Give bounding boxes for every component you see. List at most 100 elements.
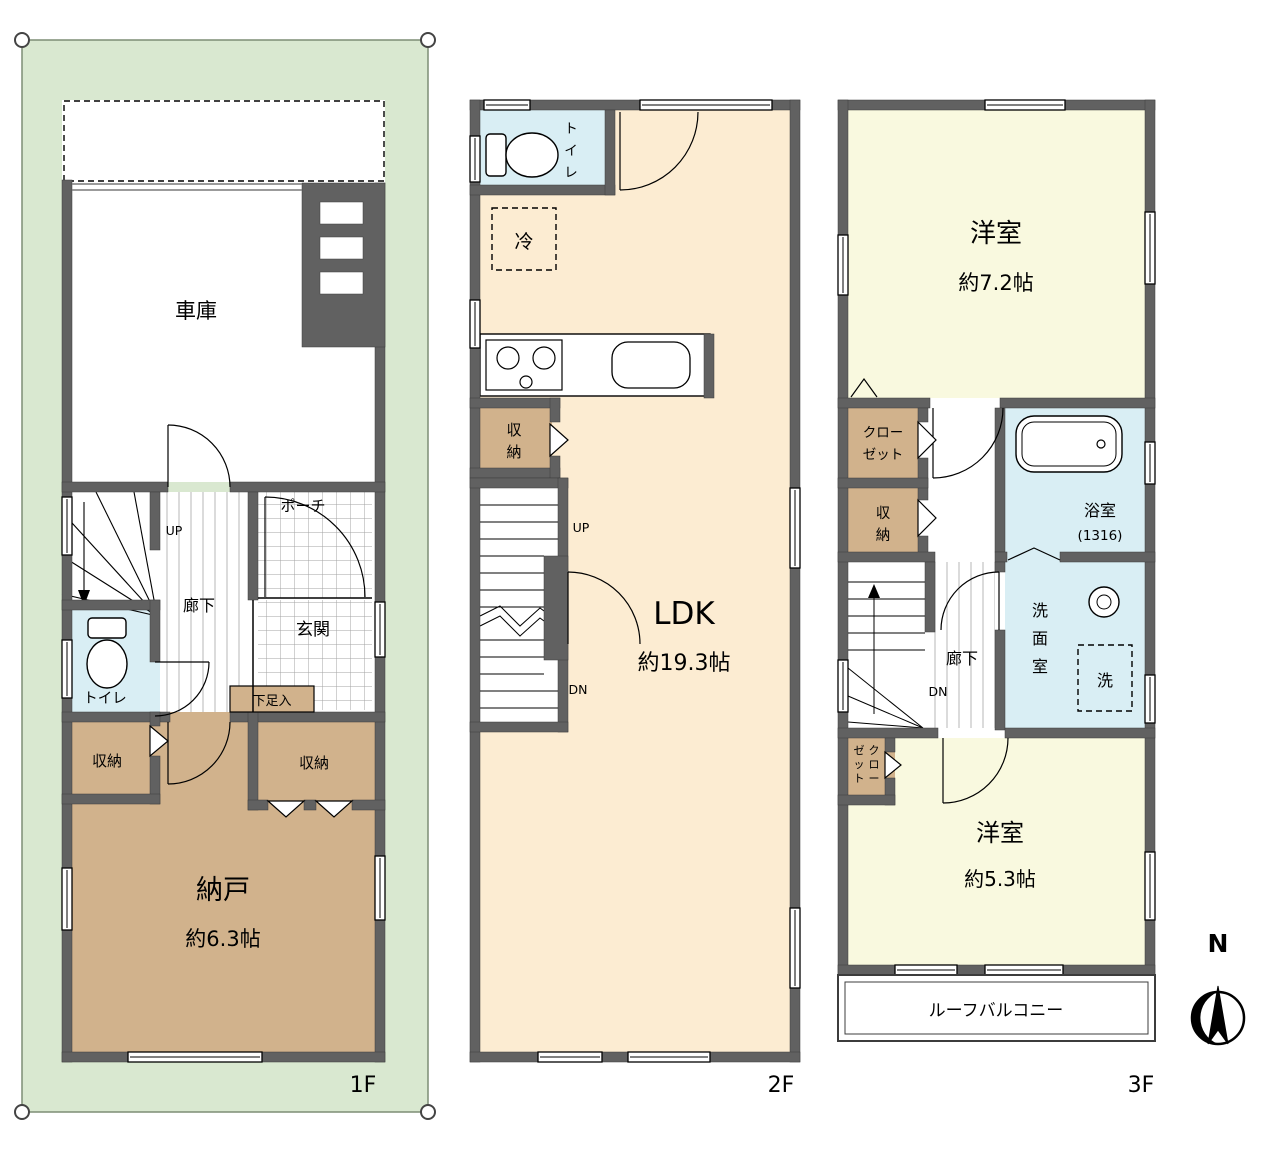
stairs-up-label-2f: UP xyxy=(573,520,590,535)
porch-label: ポーチ xyxy=(280,497,325,515)
stove-burner xyxy=(532,346,556,370)
bathtub xyxy=(1015,415,1123,473)
fold-door-caret xyxy=(850,377,878,398)
garage-label: 車庫 xyxy=(175,299,217,323)
doors-1f xyxy=(154,424,372,785)
storage-floor-3f xyxy=(848,488,918,554)
window xyxy=(483,99,531,111)
window xyxy=(1144,211,1156,285)
closet-door-mark xyxy=(149,724,169,758)
window xyxy=(61,639,73,699)
bedroom-b-floor xyxy=(848,738,1145,965)
refrigerator-dashed-box xyxy=(491,207,557,271)
storage-char: 収 xyxy=(506,421,521,439)
doors-3f xyxy=(850,377,1061,804)
floor-1f-plan: 車庫 ポーチ 廊下 玄関 トイレ 下足入 収納 収納 納戸 約6.3帖 UP 1… xyxy=(14,32,436,1120)
plot-corner-marker xyxy=(14,32,30,48)
toilet-fixture-1f xyxy=(86,617,128,689)
north-compass: N xyxy=(1190,929,1246,1046)
garage-shutter-lines xyxy=(72,183,302,191)
storage-label-2f: 収 納 xyxy=(506,421,521,461)
stairs-up-label-1f: UP xyxy=(166,523,183,538)
floor-label-3f: 3F xyxy=(1128,1073,1155,1098)
storage-char: 収 xyxy=(876,505,891,522)
closet-b-char: ロ xyxy=(869,758,880,771)
shoe-cabinet-box xyxy=(229,685,315,713)
bedroom-a-label: 洋室 xyxy=(970,219,1022,249)
porch-tiles xyxy=(258,492,372,598)
storage-floor-2f xyxy=(480,408,552,468)
floor-label-2f: 2F xyxy=(768,1073,795,1098)
north-label: N xyxy=(1208,929,1229,958)
bathroom-size-label: (1316) xyxy=(1078,528,1123,544)
window xyxy=(61,867,73,931)
washbasin xyxy=(1088,586,1120,618)
closet-door-mark xyxy=(917,498,937,538)
storage-b-label: 収納 xyxy=(299,754,329,772)
plot-corner-marker xyxy=(420,1104,436,1120)
stairs-down-label-2f: DN xyxy=(569,682,588,697)
kitchen-counter xyxy=(479,333,711,397)
stairs-down-label-3f: DN xyxy=(929,684,948,699)
window xyxy=(627,1051,711,1063)
closet-b-label: ク ロ ー ゼ ッ ト xyxy=(854,744,880,785)
window xyxy=(837,234,849,296)
bath-faucet xyxy=(1096,439,1106,449)
window xyxy=(1144,674,1156,724)
storage-room-floor xyxy=(62,712,385,1052)
toilet-label-2f: ト イ レ xyxy=(564,121,578,181)
closet-door-mark xyxy=(884,750,902,780)
window xyxy=(374,855,386,921)
hallway-label-1f: 廊下 xyxy=(183,596,215,615)
bedroom-a-size-label: 約7.2帖 xyxy=(958,271,1033,295)
stove-burner xyxy=(496,346,520,370)
bedroom-a-floor xyxy=(848,110,1145,398)
hallway-label-3f: 廊下 xyxy=(946,649,978,668)
entrance-label: 玄関 xyxy=(296,620,330,640)
closet-door-mark xyxy=(314,800,354,818)
window xyxy=(639,99,773,111)
window xyxy=(61,496,73,556)
roof-balcony: ルーフバルコニー xyxy=(837,974,1156,1042)
closet-door-mark xyxy=(917,420,937,460)
window xyxy=(894,964,958,976)
closet-b-char: ト xyxy=(854,772,865,785)
washroom-char: 室 xyxy=(1032,657,1048,676)
closet-a-floor xyxy=(848,408,918,480)
window xyxy=(374,601,386,658)
ldk-size-label: 約19.3帖 xyxy=(638,651,731,676)
bathroom-label: 浴室 xyxy=(1084,501,1116,520)
window xyxy=(537,1051,603,1063)
plot-corner-marker xyxy=(14,1104,30,1120)
refrigerator-label: 冷 xyxy=(514,231,533,253)
bedroom-b-size-label: 約5.3帖 xyxy=(964,867,1036,891)
ldk-label: LDK xyxy=(653,596,715,632)
window xyxy=(837,659,849,713)
garage-overhang-dashed xyxy=(63,100,385,182)
toilet-char: レ xyxy=(564,165,578,181)
bedroom-b-label: 洋室 xyxy=(976,819,1024,847)
storage-a-label: 収納 xyxy=(92,752,122,770)
closet-a-line: ゼット xyxy=(863,447,904,463)
floor-2f-plan: ト イ レ 冷 収 納 UP DN LDK 約19.3帖 2F xyxy=(469,99,801,1098)
storage-room-label: 納戸 xyxy=(196,875,250,906)
windows-1f xyxy=(61,496,386,1063)
window xyxy=(469,135,481,183)
kitchen-sink xyxy=(611,341,691,389)
window xyxy=(1144,851,1156,921)
washroom-label: 洗 面 室 xyxy=(1032,601,1048,676)
plot-corner-marker xyxy=(420,32,436,48)
stove-burner xyxy=(519,375,533,389)
window xyxy=(1144,441,1156,485)
storage-room-size-label: 約6.3帖 xyxy=(185,927,260,951)
window xyxy=(469,299,481,349)
hallway-flooring-3f xyxy=(930,562,995,728)
closet-b-char: ゼ xyxy=(854,744,865,757)
shoe-cabinet-label: 下足入 xyxy=(252,694,291,709)
compass-needle xyxy=(1207,985,1229,1045)
closet-door-mark xyxy=(549,422,569,458)
washroom-char: 面 xyxy=(1032,629,1048,648)
window xyxy=(984,964,1064,976)
